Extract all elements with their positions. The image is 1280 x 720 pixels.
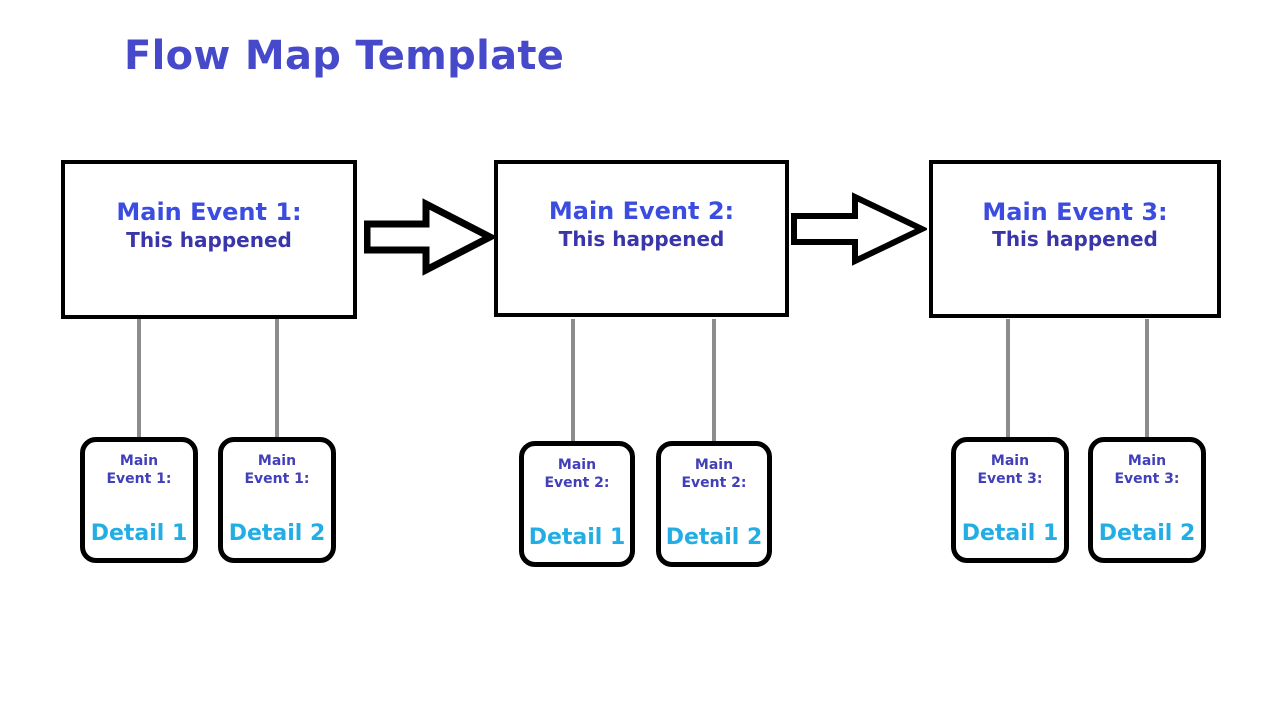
main-event-box-2[interactable]: Main Event 2: This happened: [494, 160, 789, 317]
detail-box-event1-detail2-label: Detail 2: [228, 521, 326, 546]
detail-box-event1-detail2-heading: Main Event 1:: [244, 452, 309, 489]
detail-head-line2: Event 1:: [244, 471, 310, 488]
detail-box-event3-detail1-label: Detail 1: [961, 521, 1059, 546]
main-event-1-heading: Main Event 1:: [116, 198, 302, 227]
detail-head-line2: Event 2:: [544, 475, 610, 492]
connector-event3-detail2: [1145, 319, 1149, 441]
detail-head-line1: Main: [257, 453, 297, 469]
detail-box-event3-detail1-heading: Main Event 3:: [977, 452, 1042, 489]
detail-box-event2-detail2-label: Detail 2: [665, 525, 763, 550]
detail-head-line1: Main: [557, 457, 597, 473]
detail-box-event1-detail2[interactable]: Main Event 1: Detail 2: [218, 437, 336, 563]
detail-head-line1: Main: [1127, 453, 1167, 469]
main-event-3-heading: Main Event 3:: [982, 197, 1168, 226]
detail-box-event1-detail1[interactable]: Main Event 1: Detail 1: [80, 437, 198, 563]
detail-box-event3-detail1[interactable]: Main Event 3: Detail 1: [951, 437, 1069, 563]
connector-event3-detail1: [1006, 319, 1010, 441]
detail-box-event2-detail1-heading: Main Event 2:: [544, 456, 609, 493]
main-event-2-heading: Main Event 2:: [548, 197, 735, 226]
detail-head-line2: Event 3:: [977, 471, 1043, 488]
main-event-3-subtitle: This happened: [992, 227, 1158, 252]
detail-box-event1-detail1-heading: Main Event 1:: [106, 452, 171, 489]
main-event-box-1[interactable]: Main Event 1: This happened: [61, 160, 357, 319]
arrow-event1-to-event2: [364, 198, 494, 276]
detail-head-line2: Event 3:: [1114, 471, 1180, 488]
detail-head-line2: Event 2:: [681, 475, 747, 492]
detail-box-event2-detail1-label: Detail 1: [528, 525, 626, 550]
detail-box-event3-detail2-label: Detail 2: [1098, 521, 1196, 546]
detail-box-event2-detail2-heading: Main Event 2:: [681, 456, 746, 493]
detail-box-event2-detail1[interactable]: Main Event 2: Detail 1: [519, 441, 635, 567]
detail-head-line2: Event 1:: [106, 471, 172, 488]
page-title: Flow Map Template: [124, 33, 565, 79]
connector-event1-detail2: [275, 319, 279, 441]
detail-box-event1-detail1-label: Detail 1: [90, 521, 188, 546]
detail-box-event3-detail2[interactable]: Main Event 3: Detail 2: [1088, 437, 1206, 563]
connector-event1-detail1: [137, 319, 141, 441]
connector-event2-detail2: [712, 319, 716, 441]
main-event-1-subtitle: This happened: [126, 227, 292, 252]
arrow-event2-to-event3: [791, 192, 927, 266]
detail-head-line1: Main: [119, 453, 159, 469]
connector-event2-detail1: [571, 319, 575, 441]
main-event-2-subtitle: This happened: [558, 226, 725, 251]
detail-box-event3-detail2-heading: Main Event 3:: [1114, 452, 1179, 489]
detail-head-line1: Main: [990, 453, 1030, 469]
detail-head-line1: Main: [694, 457, 734, 473]
main-event-box-3[interactable]: Main Event 3: This happened: [929, 160, 1221, 318]
detail-box-event2-detail2[interactable]: Main Event 2: Detail 2: [656, 441, 772, 567]
